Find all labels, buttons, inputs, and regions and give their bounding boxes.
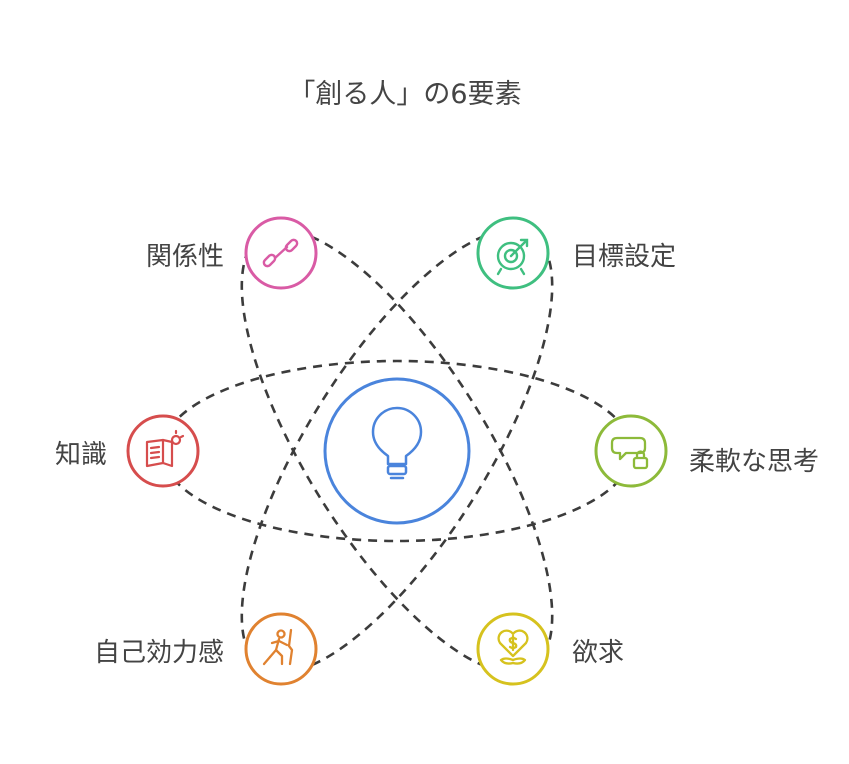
label-knowledge: 知識 bbox=[54, 440, 107, 470]
lightbulb-icon bbox=[371, 406, 423, 480]
center-node bbox=[323, 377, 471, 525]
heart-money-icon bbox=[497, 629, 529, 665]
label-relationship: 関係性 bbox=[145, 242, 224, 272]
node-flexible-thinking bbox=[594, 414, 668, 488]
label-goal-setting: 目標設定 bbox=[572, 242, 677, 272]
node-knowledge bbox=[126, 414, 200, 488]
climber-icon bbox=[262, 628, 294, 666]
chain-link-icon bbox=[262, 238, 299, 268]
node-self-efficacy bbox=[244, 612, 318, 686]
target-arrow-icon bbox=[496, 238, 529, 276]
chat-lock-icon bbox=[610, 436, 649, 470]
label-self-efficacy: 自己効力感 bbox=[93, 638, 224, 668]
page-title: 「創る人」の6要素 bbox=[288, 79, 522, 110]
label-desire: 欲求 bbox=[572, 638, 625, 668]
book-idea-icon bbox=[145, 429, 185, 468]
label-flexible-thinking: 柔軟な思考 bbox=[689, 447, 820, 477]
node-relationship bbox=[244, 216, 318, 290]
node-goal-setting bbox=[476, 216, 550, 290]
node-desire bbox=[476, 612, 550, 686]
